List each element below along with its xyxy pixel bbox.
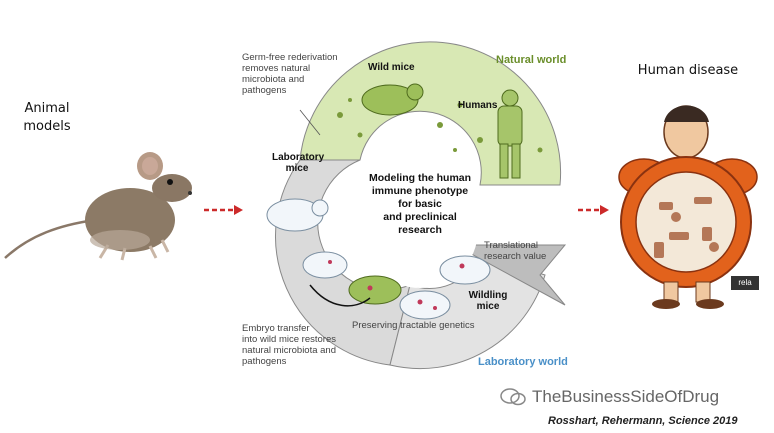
wechat-icon <box>500 388 526 406</box>
wildling-line1: Wildling <box>468 290 508 301</box>
human-disease-illustration <box>618 105 758 309</box>
germ-free-line2: removes natural <box>242 63 311 74</box>
laboratory-mice-line2: mice <box>285 163 309 174</box>
wild-mice-label: Wild mice <box>368 62 415 73</box>
wild-mouse-figure <box>361 84 419 116</box>
left-dashed-arrow <box>204 205 243 215</box>
cycle-diagram <box>266 41 567 370</box>
translational-line1: Translational <box>484 240 539 251</box>
embryo-line4: pathogens <box>242 356 287 367</box>
wildling-mouse-figure-2 <box>439 255 491 285</box>
center-line3: for basic <box>398 198 442 210</box>
wildling-mouse-figure <box>399 290 451 320</box>
germ-free-note: Germ-free rederivation removes natural m… <box>242 52 362 96</box>
embryo-line1: Embryo transfer <box>242 323 310 334</box>
germ-free-line1: Germ-free rederivation <box>242 52 338 63</box>
preserving-genetics-label: Preserving tractable genetics <box>352 320 475 331</box>
animal-models-line2: models <box>23 119 71 134</box>
humans-label: Humans <box>458 100 498 111</box>
watermark-text: TheBusinessSideOfDrug <box>532 387 720 406</box>
natural-world-arc <box>299 41 562 186</box>
laboratory-mice-line1: Laboratory <box>272 152 325 163</box>
laboratory-mice-label: Laboratory mice <box>272 152 325 174</box>
wildling-line2: mice <box>476 301 500 312</box>
center-line5: research <box>398 224 442 236</box>
embryo-transfer-note: Embryo transfer into wild mice restores … <box>242 323 362 367</box>
donor-mouse-figure <box>302 251 348 279</box>
natural-world-label: Natural world <box>496 54 567 66</box>
citation: Rosshart, Rehermann, Science 2019 <box>548 415 738 427</box>
center-caption: Modeling the human immune phenotype for … <box>355 172 485 237</box>
rela-logo-text: rela <box>738 278 752 287</box>
mouse-photo <box>4 152 192 261</box>
embryo-line3: natural microbiota and <box>242 345 336 356</box>
laboratory-world-label: Laboratory world <box>478 356 568 368</box>
recipient-wild-mouse-figure <box>348 275 402 305</box>
right-dashed-arrow <box>578 205 609 215</box>
microbe-dots <box>337 98 543 153</box>
rela-logo: rela <box>731 276 759 290</box>
germ-free-line4: pathogens <box>242 85 287 96</box>
center-line2: immune phenotype <box>371 185 469 197</box>
animal-models-line1: Animal <box>24 101 70 116</box>
human-disease-title: Human disease <box>637 63 739 78</box>
translational-line2: research value <box>484 251 547 262</box>
center-line4: and preclinical <box>383 211 457 223</box>
translational-note: Translational research value <box>484 240 564 262</box>
human-figure <box>501 89 519 107</box>
center-line1: Modeling the human <box>368 172 472 184</box>
wildling-mice-label: Wildling mice <box>466 290 510 312</box>
germ-free-line3: microbiota and <box>242 74 305 85</box>
watermark: TheBusinessSideOfDrug <box>500 387 719 407</box>
animal-models-title: Animal models <box>12 100 82 136</box>
embryo-line2: into wild mice restores <box>242 334 336 345</box>
